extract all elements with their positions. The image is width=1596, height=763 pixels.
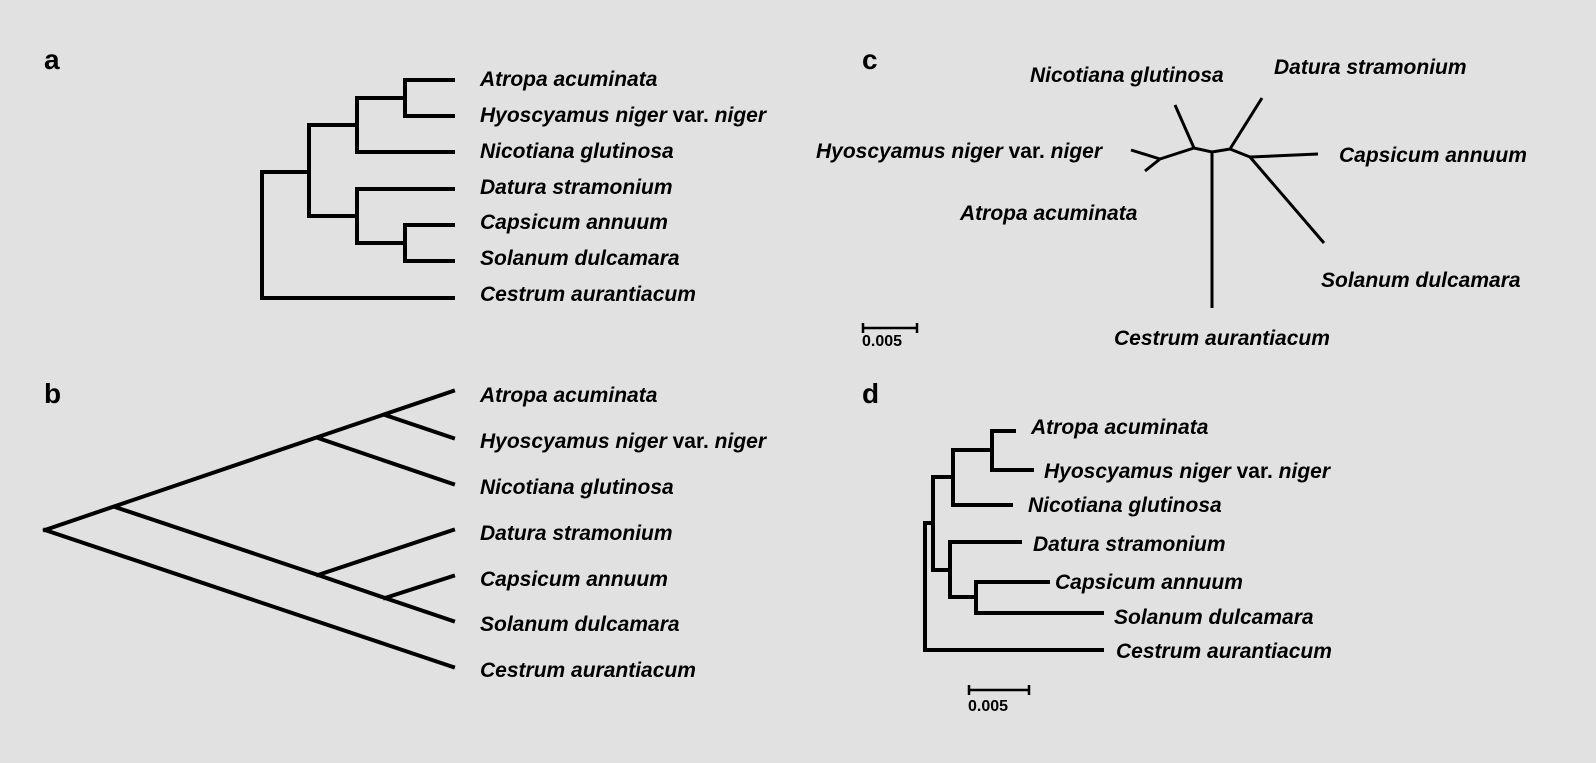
a-label-solanum: Solanum dulcamara	[480, 247, 680, 270]
d-label-datura: Datura stramonium	[1033, 533, 1226, 556]
a-label-nicotiana: Nicotiana glutinosa	[480, 140, 674, 163]
a-label-capsicum: Capsicum annuum	[480, 211, 668, 234]
a-label-datura: Datura stramonium	[480, 176, 673, 199]
b-label-datura: Datura stramonium	[480, 522, 673, 545]
b-label-nicotiana: Nicotiana glutinosa	[480, 476, 674, 499]
c-label-datura: Datura stramonium	[1274, 56, 1467, 79]
b-label-capsicum: Capsicum annuum	[480, 568, 668, 591]
d-label-cestrum: Cestrum aurantiacum	[1116, 640, 1332, 663]
b-label-cestrum: Cestrum aurantiacum	[480, 659, 696, 682]
d-label-atropa: Atropa acuminata	[1031, 416, 1209, 439]
c-scale-label: 0.005	[862, 333, 903, 350]
a-label-cestrum: Cestrum aurantiacum	[480, 283, 696, 306]
c-label-nicotiana: Nicotiana glutinosa	[1030, 64, 1224, 87]
d-label-nicotiana: Nicotiana glutinosa	[1028, 494, 1222, 517]
a-label-atropa: Atropa acuminata	[480, 68, 658, 91]
c-label-capsicum: Capsicum annuum	[1339, 144, 1527, 167]
b-label-hyoscyamus: Hyoscyamus niger var. niger	[480, 430, 766, 453]
tree-c-scale-bar	[861, 323, 919, 333]
panel-label-c: c	[862, 44, 878, 75]
tree-b	[42, 388, 456, 670]
c-label-hyoscyamus: Hyoscyamus niger var. niger	[816, 140, 1102, 163]
b-label-atropa: Atropa acuminata	[480, 384, 658, 407]
panel-label-d: d	[862, 378, 880, 409]
tree-b-branches	[42, 388, 456, 670]
a-label-hyoscyamus: Hyoscyamus niger var. niger	[480, 104, 766, 127]
tree-d	[923, 429, 1104, 695]
tree-c-branches	[1130, 97, 1326, 308]
tree-a-branches	[260, 78, 455, 300]
c-label-cestrum: Cestrum aurantiacum	[1114, 327, 1330, 350]
tree-c	[861, 97, 1326, 333]
d-label-solanum: Solanum dulcamara	[1114, 606, 1314, 629]
tree-d-branches	[923, 429, 1104, 652]
panel-label-b: b	[44, 378, 62, 409]
c-label-solanum: Solanum dulcamara	[1321, 269, 1521, 292]
panel-label-a: a	[44, 44, 60, 75]
c-label-atropa: Atropa acuminata	[960, 202, 1138, 225]
tree-a	[260, 78, 455, 300]
tree-d-scale-bar	[967, 685, 1031, 695]
b-label-solanum: Solanum dulcamara	[480, 613, 680, 636]
d-label-hyoscyamus: Hyoscyamus niger var. niger	[1044, 460, 1330, 483]
d-label-capsicum: Capsicum annuum	[1055, 571, 1243, 594]
d-scale-label: 0.005	[968, 698, 1009, 715]
